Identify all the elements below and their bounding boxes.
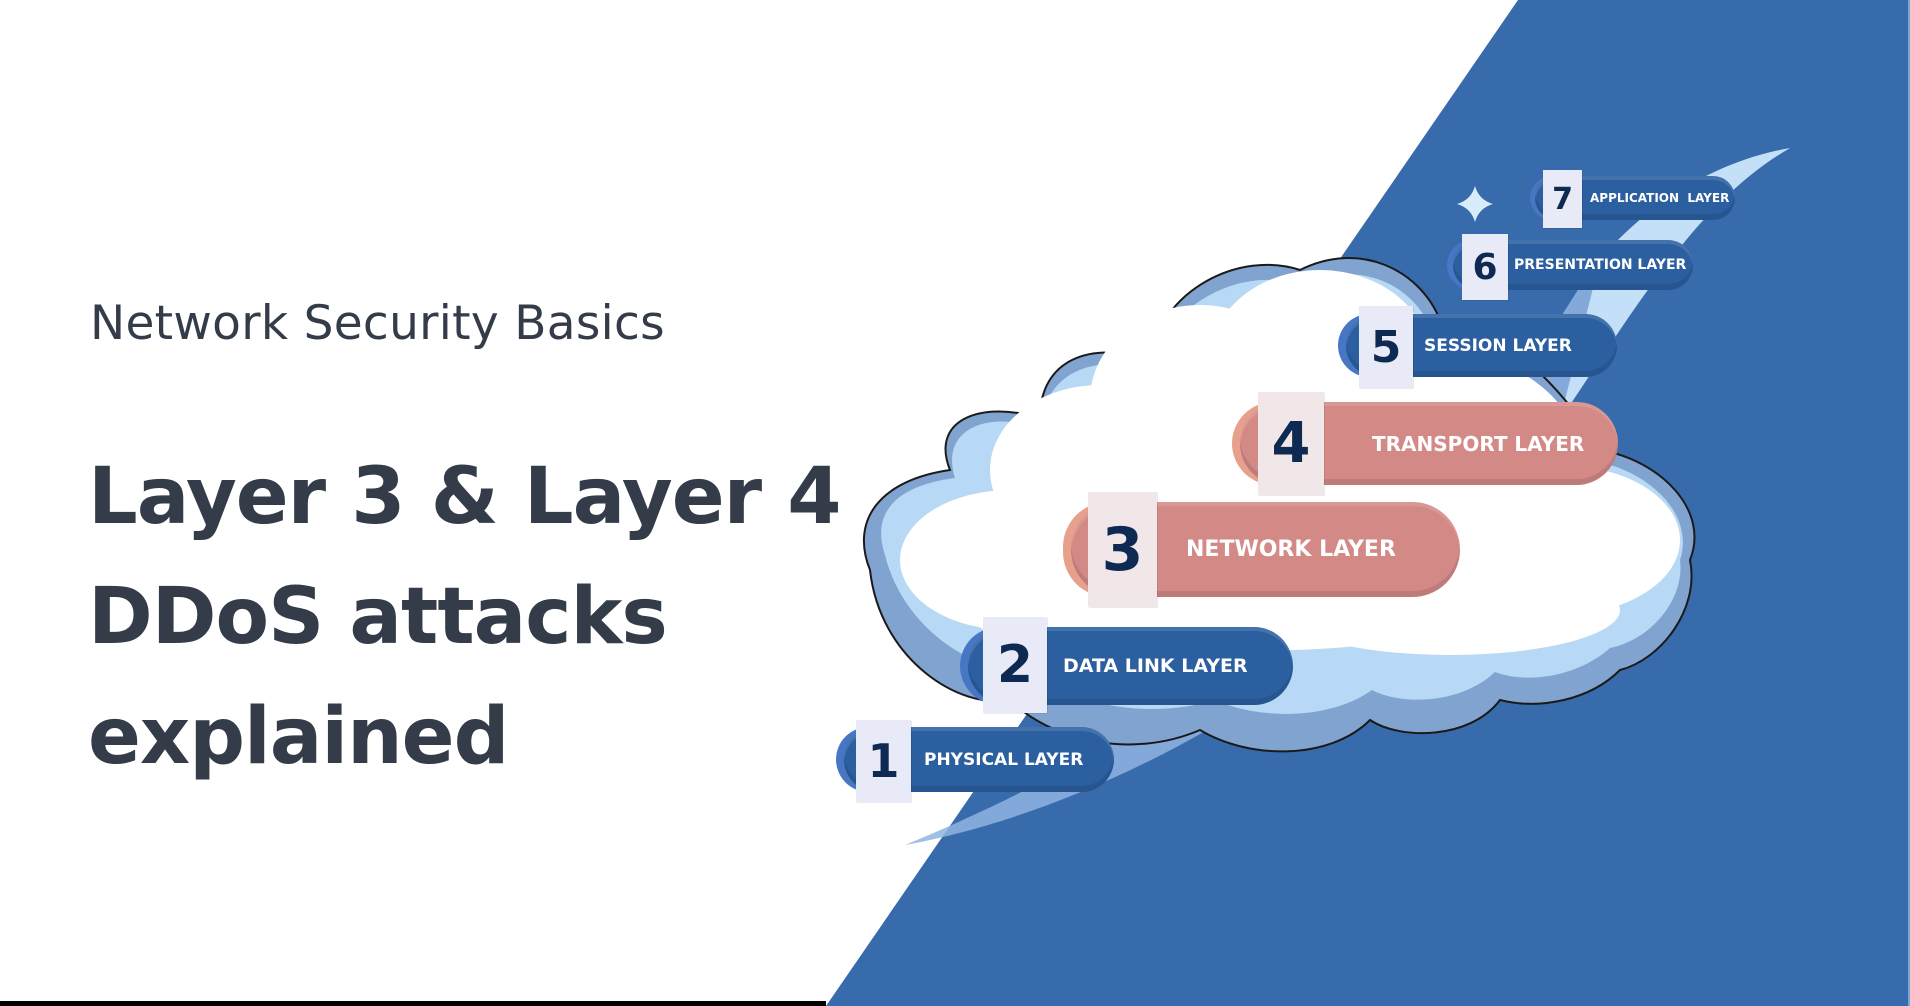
- sparkle-icon: [1457, 186, 1493, 222]
- layer-label: SESSION LAYER: [1424, 335, 1572, 356]
- title-line-3: explained: [88, 692, 509, 782]
- layer-label: PRESENTATION LAYER: [1514, 257, 1687, 273]
- layer-label: PHYSICAL LAYER: [924, 749, 1084, 770]
- layer-label: TRANSPORT LAYER: [1372, 431, 1585, 456]
- layer-label: NETWORK LAYER: [1186, 537, 1396, 562]
- layer-number: 6: [1462, 234, 1508, 300]
- title-line-2: DDoS attacks: [88, 572, 668, 662]
- layer-number: 3: [1088, 492, 1157, 607]
- layer-number: 1: [856, 720, 911, 802]
- bottom-border: [0, 1001, 826, 1006]
- layer-label: APPLICATION LAYER: [1590, 191, 1730, 205]
- right-edge-line: [1908, 0, 1910, 1006]
- subtitle: Network Security Basics: [90, 296, 665, 351]
- layer-number: 5: [1359, 306, 1413, 388]
- title-line-1: Layer 3 & Layer 4: [88, 452, 841, 542]
- layer-number: 4: [1258, 392, 1324, 495]
- layer-number: 7: [1543, 170, 1582, 228]
- layer-label: DATA LINK LAYER: [1063, 655, 1248, 677]
- page-title: Layer 3 & Layer 4 DDoS attacks explained: [88, 437, 841, 797]
- layer-number: 2: [983, 617, 1047, 713]
